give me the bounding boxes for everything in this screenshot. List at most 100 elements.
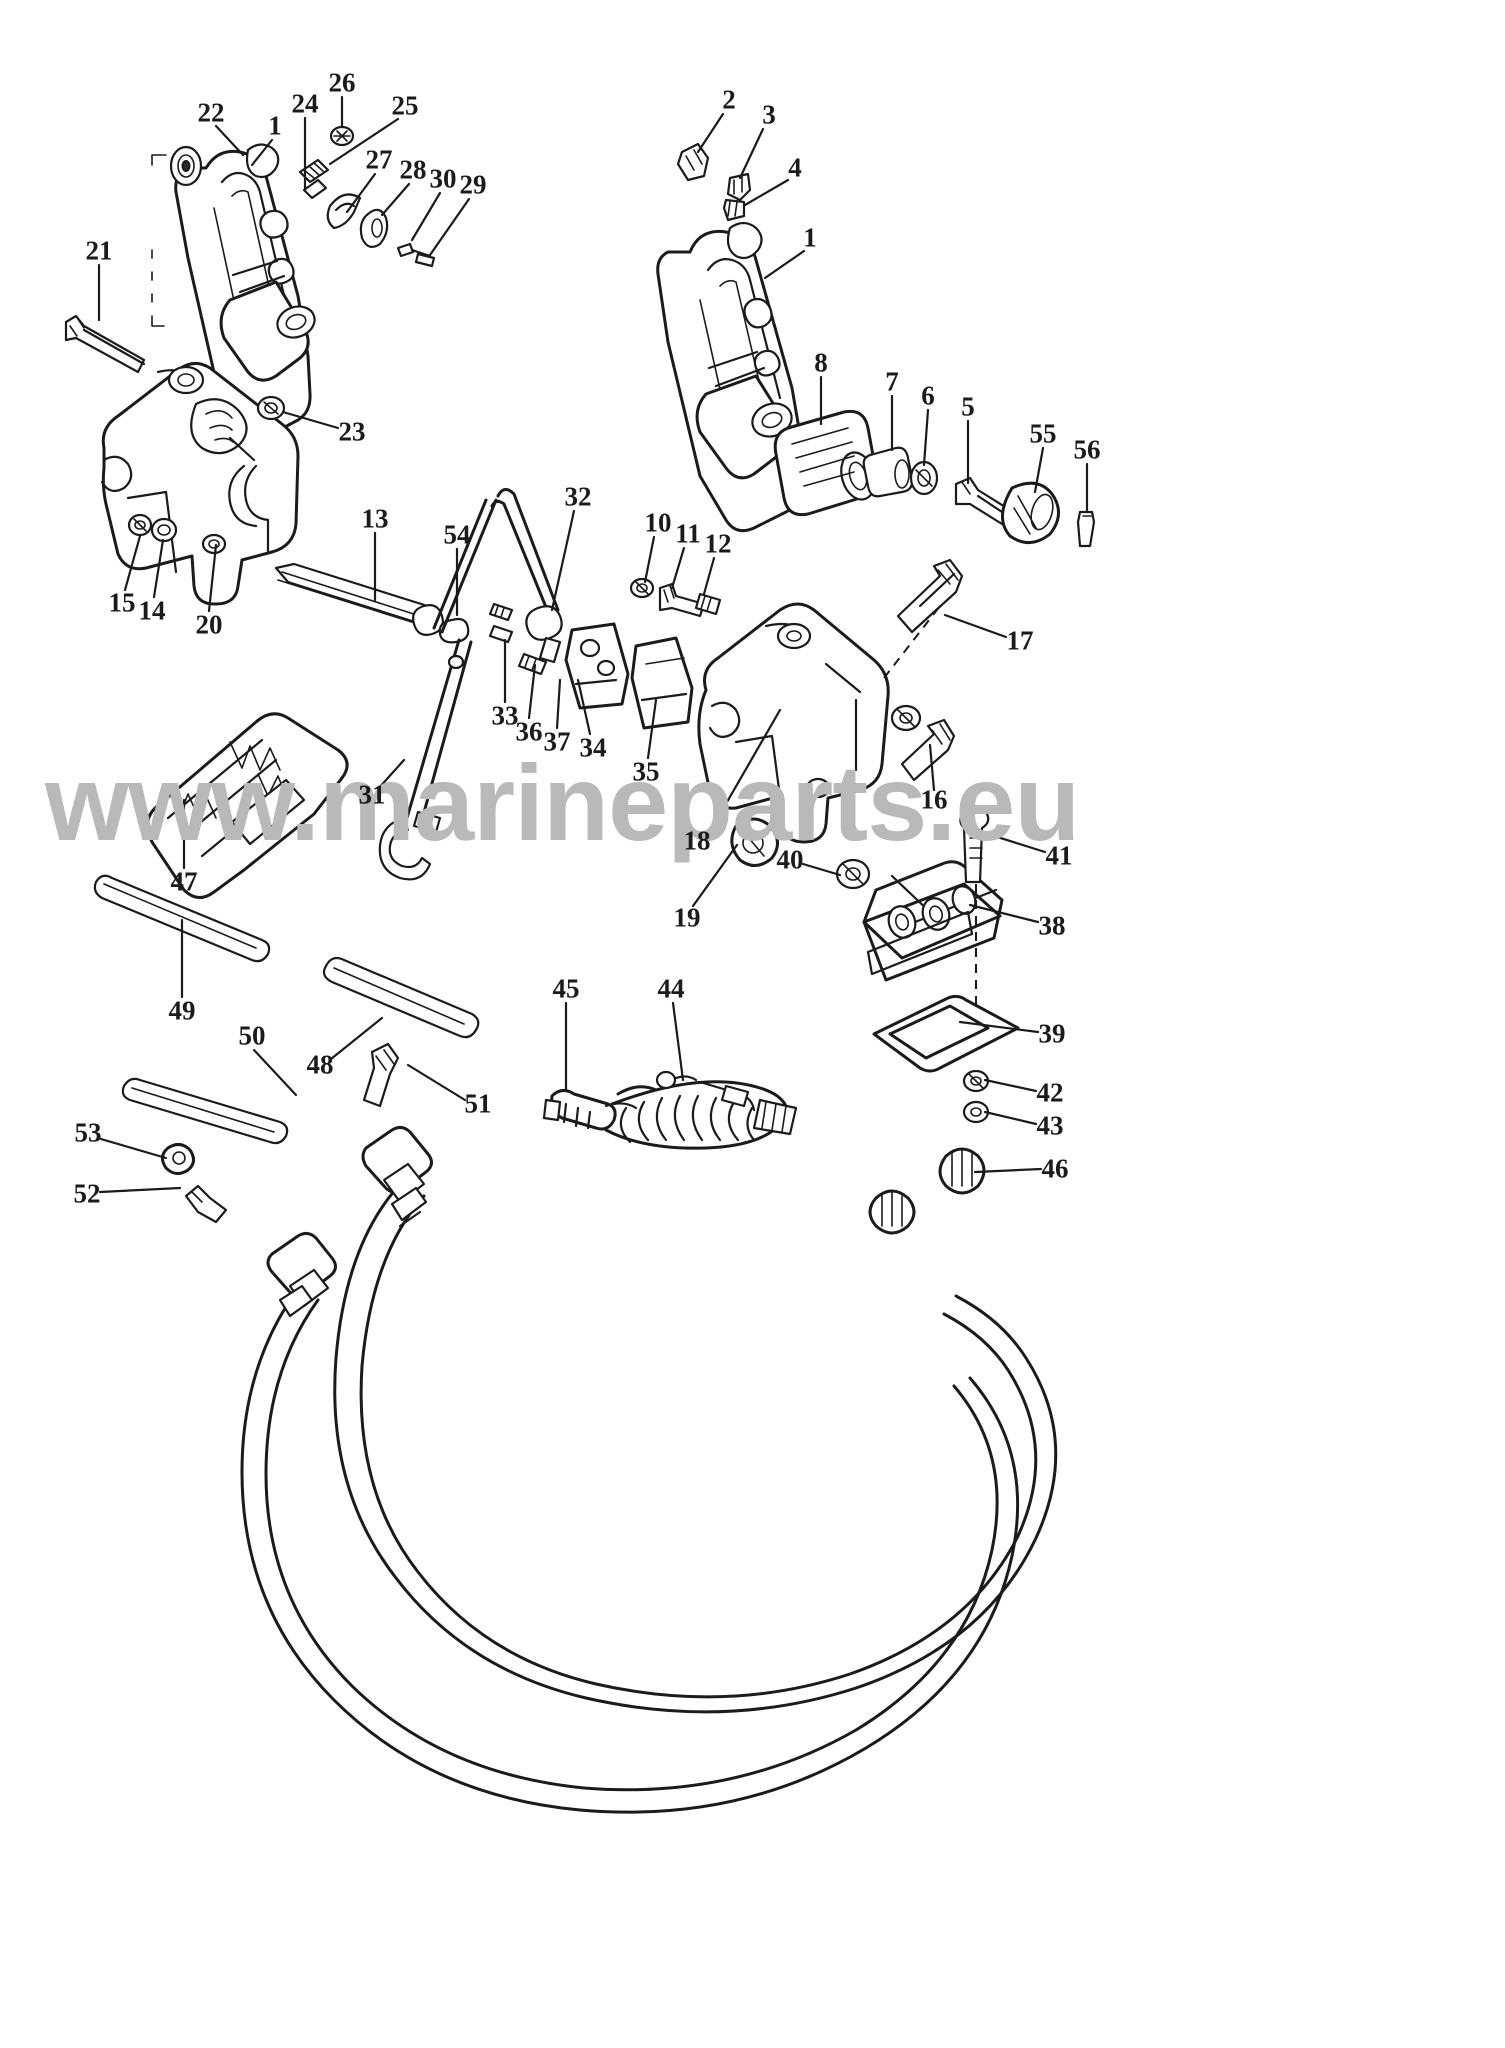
callout-42: 42 [1036, 1077, 1064, 1108]
part-3-fitting [726, 172, 752, 202]
leader-line-29 [428, 197, 471, 257]
part-48-rod [322, 956, 480, 1039]
part-51-bolt [362, 1042, 400, 1108]
callout-35: 35 [632, 756, 660, 787]
part-8-sleeve [773, 409, 879, 517]
leader-line-12 [702, 556, 716, 596]
leader-line-6 [922, 408, 930, 467]
leader-line-2 [696, 112, 725, 154]
callout-56: 56 [1073, 434, 1101, 465]
part-23-washer [256, 395, 286, 421]
callout-26: 26 [328, 67, 356, 98]
part-55-bushing [1001, 481, 1060, 544]
leader-line-40 [801, 862, 842, 877]
leader-line-35 [646, 698, 658, 760]
callout-22: 22 [197, 97, 225, 128]
callout-12: 12 [704, 528, 732, 559]
leader-line-32 [550, 509, 576, 612]
callout-33: 33 [491, 700, 519, 731]
callout-11: 11 [675, 518, 701, 549]
part-15-washer [127, 513, 153, 537]
leader-line-17 [943, 613, 1008, 639]
leader-line-14 [152, 538, 165, 599]
part-46-ferrule [938, 1147, 986, 1195]
part-33-36-37-pins [447, 602, 548, 676]
part-39-gasket [872, 994, 1020, 1073]
leader-line-52 [98, 1186, 182, 1194]
callout-48: 48 [306, 1049, 334, 1080]
part-40-bushing [835, 858, 871, 890]
callout-29: 29 [459, 169, 487, 200]
part-14-washer [150, 517, 178, 543]
trim-cylinder-right [656, 221, 804, 533]
callout-54: 54 [443, 519, 471, 550]
part-17-bolt [896, 558, 964, 634]
callout-49: 49 [168, 995, 196, 1026]
swivel-bracket-right [697, 602, 941, 844]
part-35-plate [630, 636, 694, 730]
part-2-fitting [676, 142, 710, 182]
callout-38: 38 [1038, 910, 1066, 941]
part-10-bolt [629, 577, 655, 599]
leader-line-11 [670, 546, 686, 590]
leader-line-3 [738, 127, 765, 180]
part-32-tube [432, 488, 563, 664]
leader-line-23 [281, 410, 340, 430]
callout-39: 39 [1038, 1018, 1066, 1049]
hydraulic-hose-assembly [240, 1070, 1058, 1814]
part-6-washer [909, 460, 939, 496]
callout-3: 3 [762, 99, 776, 130]
callout-14: 14 [138, 595, 166, 626]
callout-24: 24 [291, 88, 319, 119]
leader-line-42 [983, 1078, 1038, 1093]
leader-line-10 [643, 535, 656, 584]
part-43-washer [962, 1100, 990, 1124]
leader-line-1 [250, 138, 274, 167]
callout-7: 7 [885, 366, 899, 397]
callout-16: 16 [920, 784, 948, 815]
callout-50: 50 [238, 1020, 266, 1051]
leader-line-37 [555, 678, 562, 730]
leader-line-38 [968, 903, 1040, 924]
trim-cylinder-left [174, 143, 316, 441]
leader-line-18 [706, 708, 782, 837]
callout-30: 30 [429, 163, 457, 194]
leader-line-4 [743, 178, 790, 207]
part-22-washer [169, 145, 203, 187]
leader-line-22 [214, 124, 245, 157]
callout-5: 5 [961, 391, 975, 422]
hose-ferrule-2 [868, 1189, 916, 1235]
callout-25: 25 [391, 90, 419, 121]
callout-51: 51 [464, 1088, 492, 1119]
part-45-terminal [542, 1089, 638, 1131]
callout-1: 1 [803, 222, 817, 253]
leader-line-46 [973, 1167, 1043, 1174]
callout-46: 46 [1041, 1153, 1069, 1184]
callout-15: 15 [108, 587, 136, 618]
callout-6: 6 [921, 380, 935, 411]
part-50-rod [121, 1077, 289, 1145]
callout-21: 21 [85, 235, 113, 266]
leader-line-16 [928, 743, 936, 792]
callout-41: 41 [1045, 840, 1073, 871]
leader-line-36 [527, 663, 537, 720]
leader-lines [97, 95, 1089, 1194]
part-4-plug [722, 198, 746, 222]
callout-28: 28 [399, 154, 427, 185]
callout-44: 44 [657, 973, 685, 1004]
callout-18: 18 [683, 825, 711, 856]
callout-23: 23 [338, 416, 366, 447]
leader-line-25 [328, 117, 400, 166]
leader-line-28 [380, 182, 411, 217]
part-16-washer [890, 704, 922, 732]
part-54-31-linkage [378, 617, 473, 881]
callout-34: 34 [579, 732, 607, 763]
callout-8: 8 [814, 347, 828, 378]
part-19-nut [730, 817, 779, 867]
leader-line-51 [406, 1063, 467, 1102]
callout-27: 27 [365, 144, 393, 175]
part-44-spring-hose [600, 1070, 798, 1150]
part-38-valve-block [862, 860, 1004, 982]
small-hardware-cluster-top-left [298, 125, 436, 268]
callout-31: 31 [358, 779, 386, 810]
